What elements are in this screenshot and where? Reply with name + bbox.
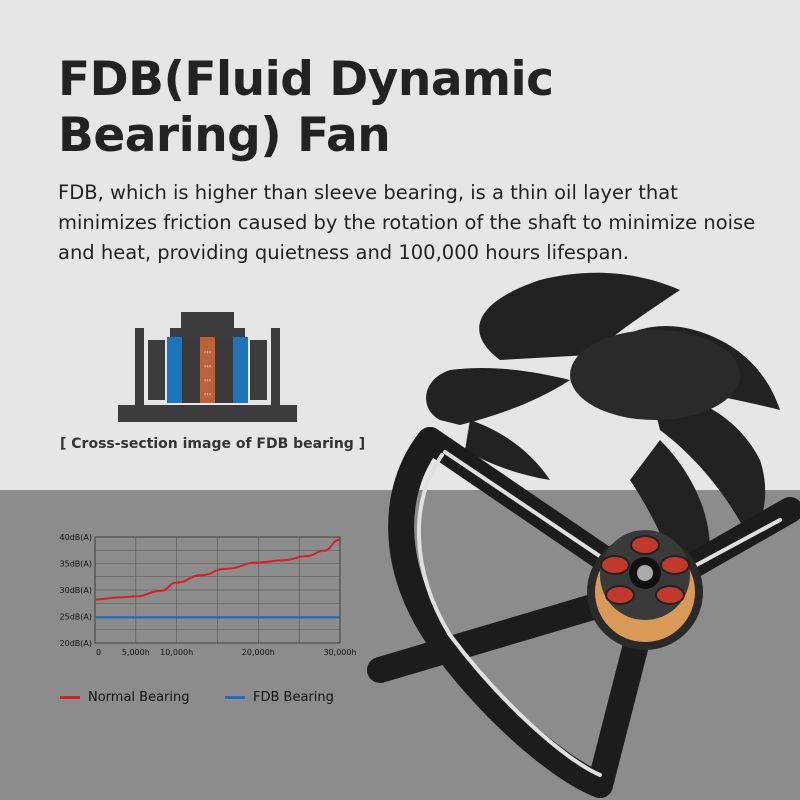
- fdb-bearing-cross-section-image: ‹‹‹ ‹‹‹ ‹‹‹ ‹‹‹: [118, 312, 297, 422]
- legend-swatch-normal-bearing: [60, 696, 80, 699]
- chart-x-tick-label: 0: [96, 648, 101, 657]
- chart-x-tick-label: 20,000h: [242, 648, 275, 657]
- chart-y-tick-label: 35dB(A): [60, 560, 92, 569]
- chart-y-tick-label: 25dB(A): [60, 613, 92, 622]
- legend-item-fdb-bearing: FDB Bearing: [225, 690, 334, 705]
- chart-x-axis: 0 5,000h 10,000h 20,000h 30,000h: [96, 648, 357, 657]
- cross-section-caption: [ Cross-section image of FDB bearing ]: [60, 436, 366, 452]
- page-title: FDB(Fluid Dynamic Bearing) Fan: [58, 52, 554, 163]
- chart-plot-area: [94, 536, 341, 644]
- noise-chart: 20dB(A) 25dB(A) 30dB(A) 35dB(A) 40dB(A) 0 5,0…: [60, 533, 357, 657]
- svg-text:‹‹‹: ‹‹‹: [204, 391, 211, 398]
- chart-series: [94, 538, 341, 619]
- legend-label-normal-bearing: Normal Bearing: [88, 690, 190, 705]
- chart-legend: Normal Bearing FDB Bearing: [60, 690, 380, 710]
- legend-swatch-fdb-bearing: [225, 696, 245, 699]
- series-line-normal-bearing: [94, 538, 341, 601]
- svg-text:‹‹‹: ‹‹‹: [204, 377, 211, 384]
- fan-frame-image: [367, 272, 800, 798]
- chart-y-tick-label: 40dB(A): [60, 533, 92, 542]
- chart-x-tick-label: 30,000h: [323, 648, 356, 657]
- svg-text:‹‹‹: ‹‹‹: [204, 363, 211, 370]
- chart-frame: [94, 536, 341, 644]
- chart-gridlines: [94, 536, 341, 644]
- legend-label-fdb-bearing: FDB Bearing: [253, 690, 334, 705]
- svg-text:‹‹‹: ‹‹‹: [204, 349, 211, 356]
- page-description: FDB, which is higher than sleeve bearing…: [58, 181, 756, 264]
- legend-item-normal-bearing: Normal Bearing: [60, 690, 190, 705]
- chart-y-axis: 20dB(A) 25dB(A) 30dB(A) 35dB(A) 40dB(A): [60, 533, 92, 648]
- chart-y-tick-label: 30dB(A): [60, 586, 92, 595]
- chart-x-tick-label: 5,000h: [122, 648, 150, 657]
- chart-y-tick-label: 20dB(A): [60, 639, 92, 648]
- chart-x-tick-label: 10,000h: [160, 648, 193, 657]
